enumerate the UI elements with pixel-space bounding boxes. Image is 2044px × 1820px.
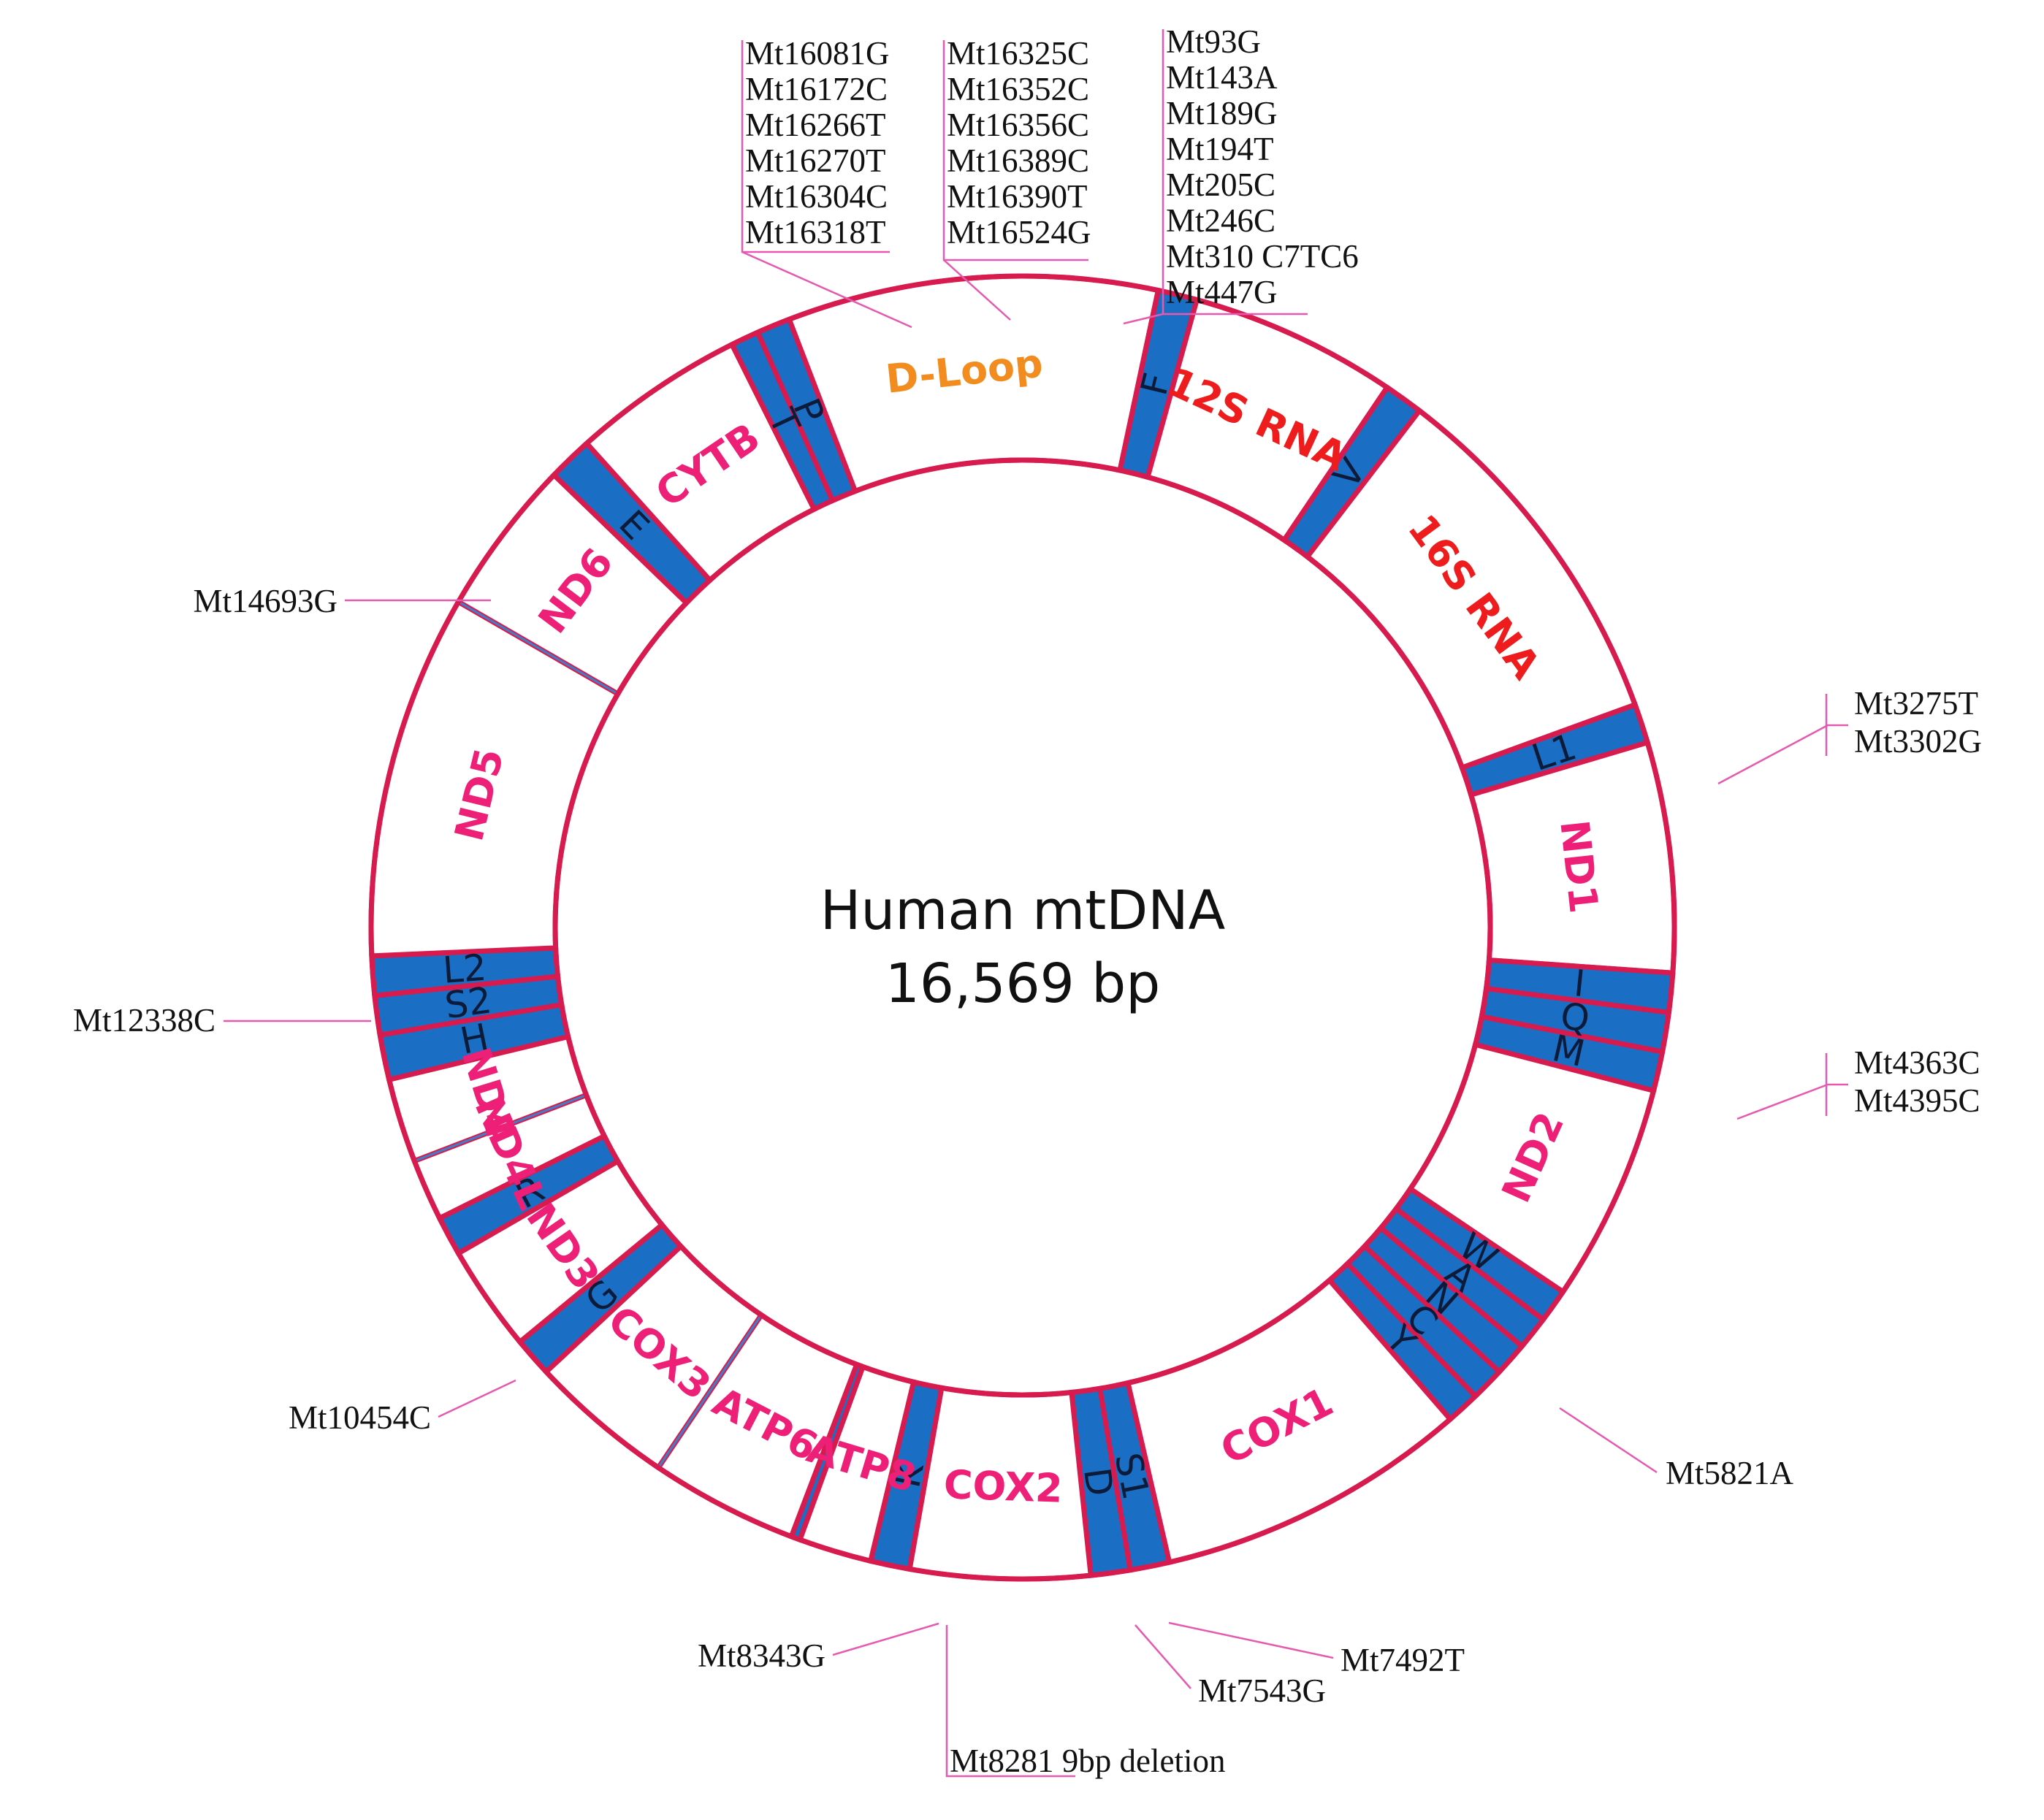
variant-label: Mt10454C — [289, 1399, 431, 1436]
genome-title: Human mtDNA — [820, 879, 1226, 942]
outer-ring-edge — [368, 273, 1677, 1582]
variant-label: Mt16270T — [745, 142, 886, 179]
variant-label: Mt7492T — [1341, 1642, 1465, 1678]
variant-label: Mt16356C — [947, 107, 1089, 143]
leader-line — [832, 1622, 939, 1656]
variant-label: Mt16389C — [947, 142, 1089, 179]
leader-line — [945, 1625, 1075, 1778]
variant-label: Mt16318T — [745, 214, 886, 251]
variant-label: Mt310 C7TC6 — [1166, 238, 1359, 275]
variant-label: Mt16266T — [745, 107, 886, 143]
variant-label: Mt12338C — [73, 1002, 216, 1039]
variant-label: Mt205C — [1166, 167, 1275, 203]
region-label-cox2: COX2 — [943, 1461, 1064, 1512]
leader-line — [1559, 1407, 1658, 1474]
gene-divider — [457, 600, 619, 695]
variant-label: Mt4363C — [1854, 1044, 1980, 1081]
variant-label: Mt93G — [1166, 23, 1261, 60]
variant-label: Mt14693G — [193, 583, 338, 619]
leader-line — [943, 259, 1011, 321]
variant-label: Mt246C — [1166, 202, 1275, 239]
variant-label: Mt16081G — [745, 35, 890, 72]
variant-label: Mt194T — [1166, 131, 1274, 167]
variant-label: Mt16325C — [947, 35, 1089, 72]
variant-label: Mt16172C — [745, 71, 888, 107]
variant-label: Mt16352C — [947, 71, 1089, 107]
ring-segments — [368, 273, 1677, 1582]
trna-label-l2: L2 — [441, 947, 488, 992]
variant-label: Mt143A — [1166, 59, 1278, 96]
trna-label-d: D — [1075, 1465, 1121, 1499]
genome-size: 16,569 bp — [885, 952, 1160, 1015]
trna-label-q: Q — [1557, 994, 1593, 1041]
variant-label: Mt3275T — [1854, 685, 1978, 722]
variant-label: Mt8343G — [698, 1637, 825, 1674]
gene-divider — [413, 1093, 587, 1163]
variant-label: Mt16524G — [947, 214, 1091, 251]
variant-label: Mt4395C — [1854, 1082, 1980, 1119]
inner-ring-edge — [552, 457, 1493, 1398]
trna-label-s2: S2 — [443, 979, 495, 1027]
trna-label-i: I — [1572, 962, 1587, 1005]
variant-labels: Mt16081GMt16172CMt16266TMt16270TMt16304C… — [73, 23, 1982, 1779]
leader-line — [1717, 724, 1848, 785]
variant-label: Mt7543G — [1198, 1672, 1326, 1709]
variant-label: Mt3302G — [1854, 723, 1982, 760]
gene-dividers — [413, 600, 763, 1469]
leader-line — [1123, 313, 1164, 325]
leader-line — [1736, 1083, 1848, 1120]
gene-divider — [657, 1314, 763, 1469]
variant-label: Mt16390T — [947, 178, 1088, 215]
trna-label-s1: S1 — [1107, 1450, 1157, 1504]
leader-line — [1135, 1624, 1191, 1689]
leader-line — [741, 251, 912, 329]
variant-label: Mt447G — [1166, 274, 1278, 310]
variant-label: Mt5821A — [1666, 1455, 1794, 1491]
variant-label: Mt189G — [1166, 95, 1278, 131]
variant-label: Mt16304C — [745, 178, 888, 215]
variant-leaders — [224, 29, 1848, 1778]
region-label-nd1: ND1 — [1551, 818, 1607, 916]
leader-line — [438, 1379, 516, 1418]
leader-line — [1168, 1621, 1334, 1659]
variant-label: Mt8281 9bp deletion — [950, 1743, 1225, 1779]
